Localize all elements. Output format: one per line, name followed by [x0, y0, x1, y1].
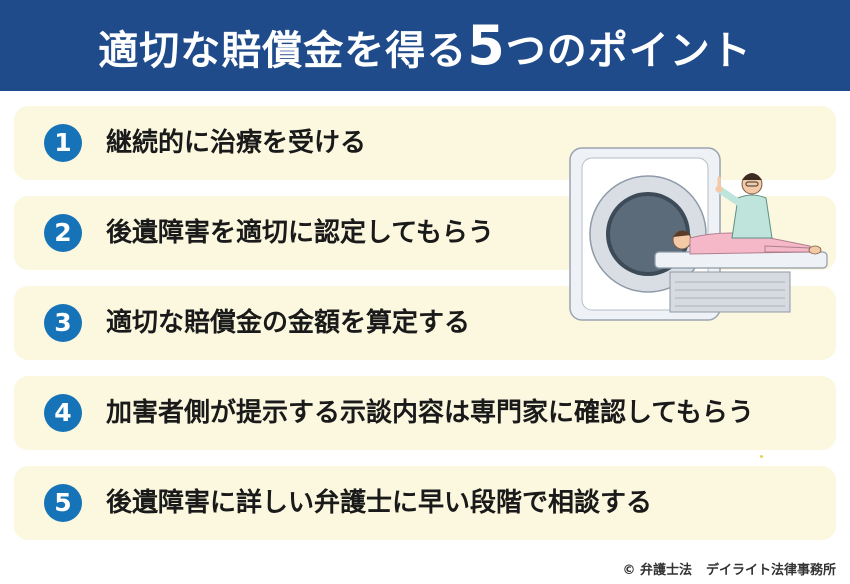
number-badge: 2: [44, 214, 82, 252]
number-badge: 3: [44, 304, 82, 342]
number-badge: 5: [44, 484, 82, 522]
title-number: 5: [467, 14, 506, 77]
number-badge: 4: [44, 394, 82, 432]
point-card-5: 5 後遺障害に詳しい弁護士に早い段階で相談する: [14, 466, 836, 540]
point-card-1: 1 継続的に治療を受ける: [14, 106, 836, 180]
point-text: 後遺障害に詳しい弁護士に早い段階で相談する: [106, 488, 653, 518]
page-title: 適切な賠償金を得る5つのポイント: [0, 0, 850, 91]
point-card-4: 4 加害者側が提示する示談内容は専門家に確認してもらう: [14, 376, 836, 450]
firm-name: デイライト法律事務所: [705, 563, 836, 578]
number-badge: 1: [44, 124, 82, 162]
copyright-text: © 弁護士法: [622, 563, 692, 578]
point-text: 継続的に治療を受ける: [106, 128, 367, 158]
credit-line: © 弁護士法デイライト法律事務所: [608, 559, 836, 578]
point-text: 後遺障害を適切に認定してもらう: [106, 218, 494, 248]
decorative-dot: [760, 455, 763, 458]
title-suffix: つのポイント: [505, 28, 752, 74]
point-text: 加害者側が提示する示談内容は専門家に確認してもらう: [106, 398, 754, 428]
header-banner: 適切な賠償金を得る5つのポイント: [0, 0, 850, 91]
point-text: 適切な賠償金の金額を算定する: [106, 308, 471, 338]
mri-scanner-illustration: [569, 147, 828, 321]
title-prefix: 適切な賠償金を得る: [98, 28, 468, 74]
